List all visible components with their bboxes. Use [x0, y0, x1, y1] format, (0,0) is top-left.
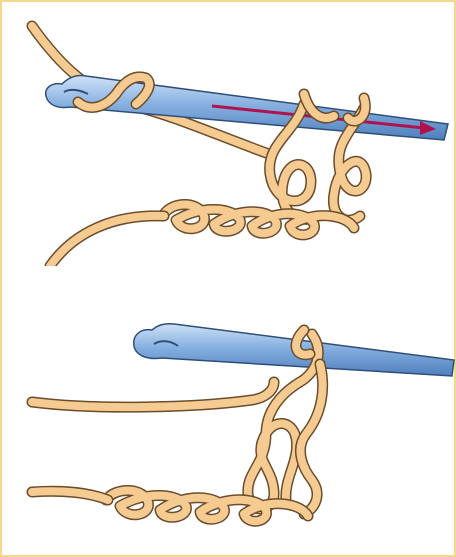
yarn-end — [50, 216, 164, 266]
yarn-end — [32, 491, 108, 500]
step-1-illustration — [4, 4, 456, 266]
step-2-illustration — [4, 294, 456, 557]
step-2-panel — [4, 294, 456, 557]
working-yarn — [32, 382, 274, 407]
step-1-panel — [4, 4, 456, 266]
foundation-chain — [164, 204, 354, 234]
